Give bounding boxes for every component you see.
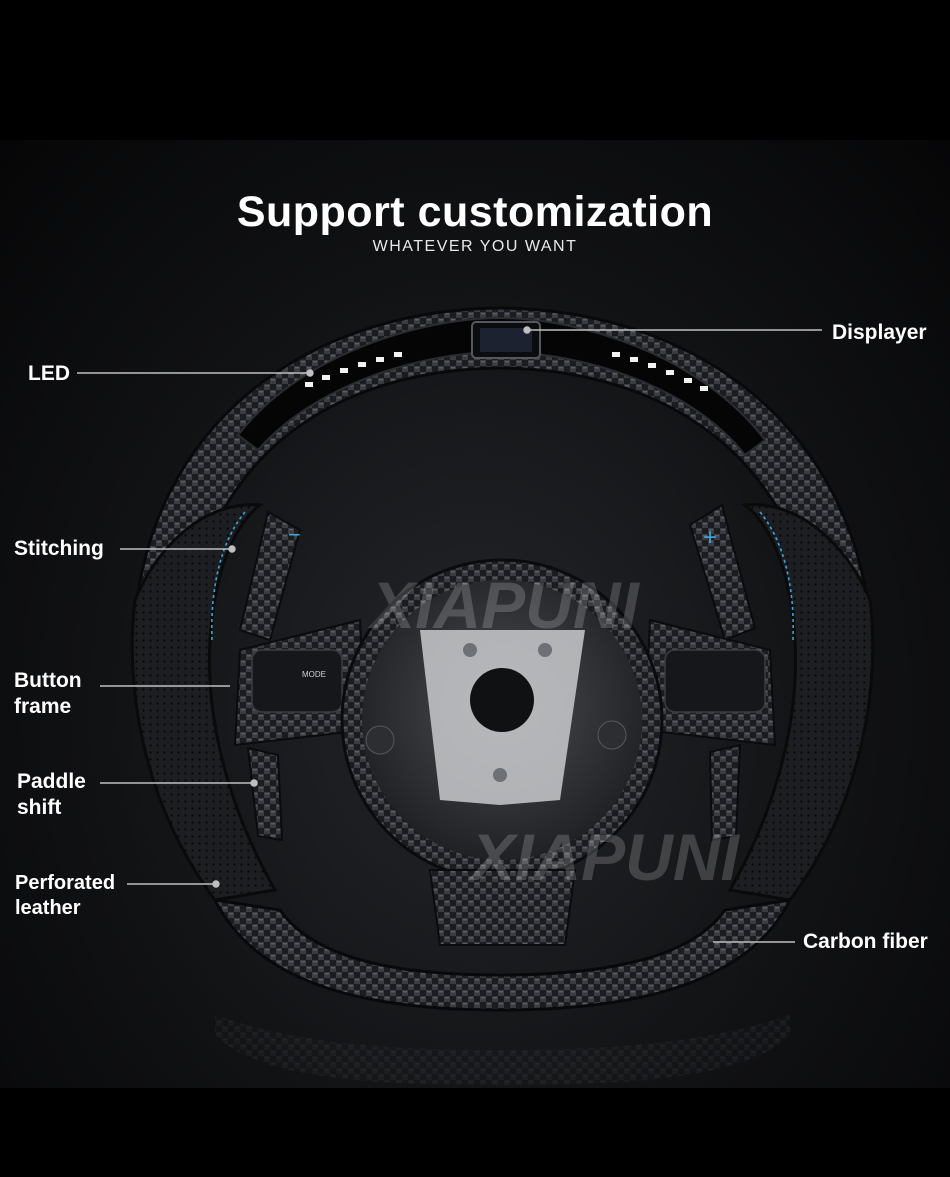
callout-displayer: Displayer — [832, 321, 927, 344]
callout-button-frame-line2: frame — [14, 695, 72, 718]
callout-carbon-fiber: Carbon fiber — [803, 930, 928, 953]
page-subtitle: WHATEVER YOU WANT — [372, 238, 578, 255]
button-frame-right — [643, 618, 777, 747]
lower-spoke — [428, 869, 577, 946]
callout-perforated-leather: Perforated leather — [15, 871, 115, 921]
bottom-black-band — [0, 1088, 950, 1177]
watermark-upper: XIAPUNI — [367, 568, 640, 642]
callout-button-frame-line1: Button — [14, 669, 82, 692]
stitching-leader-dot — [228, 545, 236, 553]
paddle-shifter-left — [238, 510, 302, 842]
callout-paddle-shift-line1: Paddle — [17, 770, 86, 793]
callout-paddle-shift: Paddle shift — [17, 769, 86, 821]
paddle-minus-mark: − — [288, 522, 301, 547]
perforated-leather-leader-dot — [212, 880, 220, 888]
digital-display — [471, 321, 541, 359]
floor-reflection — [215, 1015, 790, 1085]
mode-button-label: MODE — [302, 670, 326, 679]
displayer-leader-dot — [523, 326, 531, 334]
callout-perforated-leather-line2: leather — [15, 897, 81, 919]
top-black-band — [0, 0, 950, 140]
watermark-lower: XIAPUNI — [467, 820, 740, 894]
paddle-plus-mark: + — [703, 524, 717, 551]
led-leader-dot — [306, 369, 314, 377]
callout-button-frame: Button frame — [14, 668, 82, 720]
led-strip — [236, 316, 767, 457]
wheel-hub — [340, 558, 664, 882]
rim-carbon-bottom — [212, 898, 793, 1012]
rim-leather-right — [727, 503, 875, 902]
paddle-shift-leader-dot — [250, 779, 258, 787]
callout-perforated-leather-line1: Perforated — [15, 872, 116, 894]
callout-stitching: Stitching — [14, 537, 104, 560]
rim-leather-left — [130, 503, 278, 902]
page-title: Support customization — [236, 188, 714, 236]
callout-lines — [77, 326, 822, 943]
callout-led: LED — [28, 362, 70, 385]
callout-paddle-shift-line2: shift — [17, 796, 62, 819]
